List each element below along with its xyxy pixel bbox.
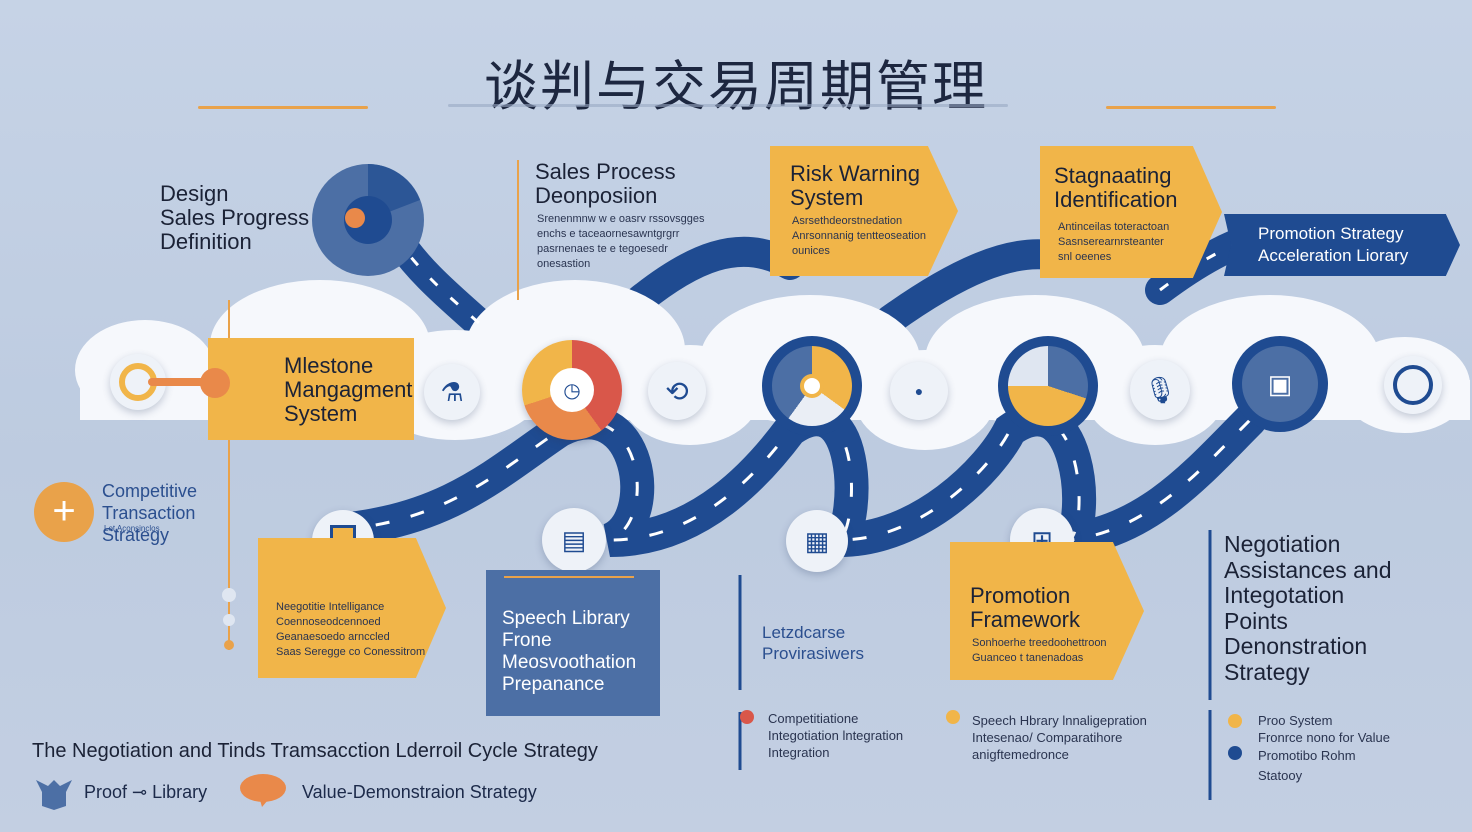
legend-dot-4 xyxy=(1228,746,1242,760)
title-rule-center xyxy=(448,104,1008,107)
stack-icon: ▦ xyxy=(786,510,848,572)
flask-icon: ⚗ xyxy=(424,364,480,420)
risk-radar-icon xyxy=(762,336,862,436)
risk-warning-heading: Risk Warning System xyxy=(790,161,920,210)
legend-dot-1 xyxy=(740,710,754,724)
legend-text-2: Speech Hbrary lnnaligepration Intesenao/… xyxy=(972,713,1147,762)
proof-library-text: Proof ⊸ Library xyxy=(84,782,208,802)
legend-text-1: Competitiatione Integotiation lntegratio… xyxy=(768,711,904,760)
design-pie-chart xyxy=(312,164,424,276)
negotiation-intelligence-box: Neegotitie Intelligance Coennoseodcennoe… xyxy=(258,538,446,678)
briefcase-badge-icon: ▣ xyxy=(1232,336,1328,432)
sales-process-heading: Sales Process Deonposiion xyxy=(535,159,676,208)
milestone-dot xyxy=(200,368,230,398)
road-upper-3 xyxy=(875,239,1065,335)
title-rule-left xyxy=(198,106,368,109)
legend-dot-2 xyxy=(946,710,960,724)
promotion-framework-heading: Promotion Framework xyxy=(970,583,1081,632)
stagnation-text: Antinceilas toteractoan Sasnserearnrstea… xyxy=(1058,221,1170,263)
competitive-small-label: Lot Aconsinclos xyxy=(104,524,160,533)
gauge-needle-icon xyxy=(1384,356,1442,414)
legend-text-4: Promotibo Rohm Statooy xyxy=(1258,748,1356,783)
stagnation-pie-icon xyxy=(998,336,1098,436)
speech-library-text: Speech Library Frone Meosvoothation Prep… xyxy=(502,608,637,695)
legend-dot-3 xyxy=(1228,714,1242,728)
risk-warning-text: Asrsethdeorstnedation Anrsonnanig tentte… xyxy=(792,215,926,257)
plus-icon: + xyxy=(34,482,94,542)
milestone-box: Mlestone Mangagment System xyxy=(208,338,414,440)
refresh-icon: ⟲ xyxy=(648,362,706,420)
title-rule-right xyxy=(1106,106,1276,109)
value-strategy-text: Value-Demonstraion Strategy xyxy=(302,782,537,802)
legend-text-3: Proo System Fronrce nono for Value xyxy=(1258,713,1390,745)
promotion-framework-text: Sonhoerhe treedoohettroon Guanceo t tane… xyxy=(972,637,1107,664)
promotion-framework-box: Promotion Framework Sonhoerhe treedoohet… xyxy=(950,542,1144,680)
competitive-strategy-label: Competitive Transaction Strategy xyxy=(102,481,198,545)
stagnation-heading: Stagnaating Identification xyxy=(1054,163,1178,212)
dot-icon: ● xyxy=(890,362,948,420)
speech-library-box: Speech Library Frone Meosvoothation Prep… xyxy=(486,570,660,716)
competitive-note: Letzdcarse Provirasiwers xyxy=(762,623,865,663)
page-title: 谈判与交易周期管理 xyxy=(484,55,988,118)
negotiation-assistance-heading: Negotiation Assistances and Integotation… xyxy=(1224,531,1392,685)
cycle-strategy-text: The Negotiation and Tinds Tramsacction L… xyxy=(32,740,598,762)
negotiation-intelligence-text: Neegotitie Intelligance Coennoseodcennoe… xyxy=(276,601,426,658)
speech-bubble-icon xyxy=(238,772,288,808)
risk-warning-box: Risk Warning System Asrsethdeorstnedatio… xyxy=(770,146,958,276)
process-gauge-icon: ◷ xyxy=(522,340,622,440)
library-icon: ▤ xyxy=(542,508,606,572)
shield-icon xyxy=(34,776,74,812)
sales-process-text: Srenenmnw w e oasrv rssovsgges enchs e t… xyxy=(537,213,705,270)
stagnation-box: Stagnaating Identification Antinceilas t… xyxy=(1040,146,1222,278)
milestone-pointer xyxy=(148,378,228,386)
promotion-strategy-arrow: Promotion Strategy Acceleration Liorary xyxy=(1224,214,1460,276)
milestone-heading: Mlestone Mangagment System xyxy=(284,353,413,426)
promotion-strategy-label: Promotion Strategy Acceleration Liorary xyxy=(1258,224,1409,265)
microphone-icon: 🎙 xyxy=(1130,360,1190,420)
design-definition-heading: Design Sales Progress Definition xyxy=(160,181,310,254)
